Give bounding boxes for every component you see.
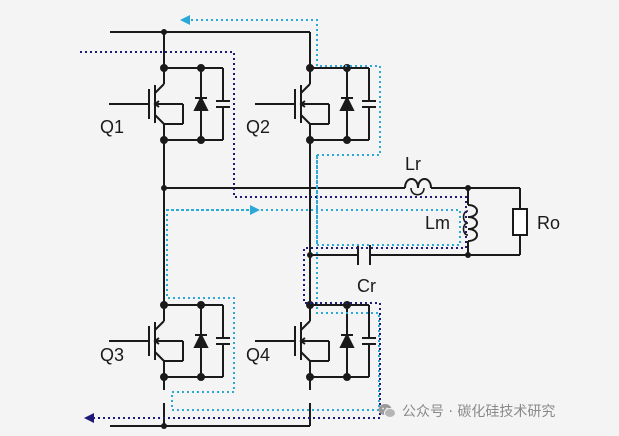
label-ro: Ro (537, 213, 560, 233)
label-lr: Lr (405, 154, 421, 174)
current-path-dark (80, 51, 467, 423)
switch-q1 (108, 53, 231, 154)
inductor-lr (404, 178, 520, 196)
dc-rails (110, 31, 311, 427)
label-lm: Lm (425, 213, 450, 233)
switch-q2 (254, 53, 377, 154)
bridge-legs (163, 153, 520, 292)
capacitor-cr (357, 245, 371, 265)
label-q4: Q4 (246, 345, 270, 365)
label-q3: Q3 (100, 345, 124, 365)
switch-q4 (254, 290, 377, 391)
watermark-text: 公众号 · 碳化硅技术研究 (402, 404, 556, 420)
label-q1: Q1 (100, 117, 124, 137)
watermark: 公众号 · 碳化硅技术研究 (378, 400, 555, 422)
current-path-light (166, 15, 461, 411)
label-q2: Q2 (246, 117, 270, 137)
switch-q3 (108, 290, 231, 391)
wechat-icon (378, 404, 396, 418)
label-cr: Cr (357, 276, 376, 296)
resistor-ro (512, 188, 528, 255)
